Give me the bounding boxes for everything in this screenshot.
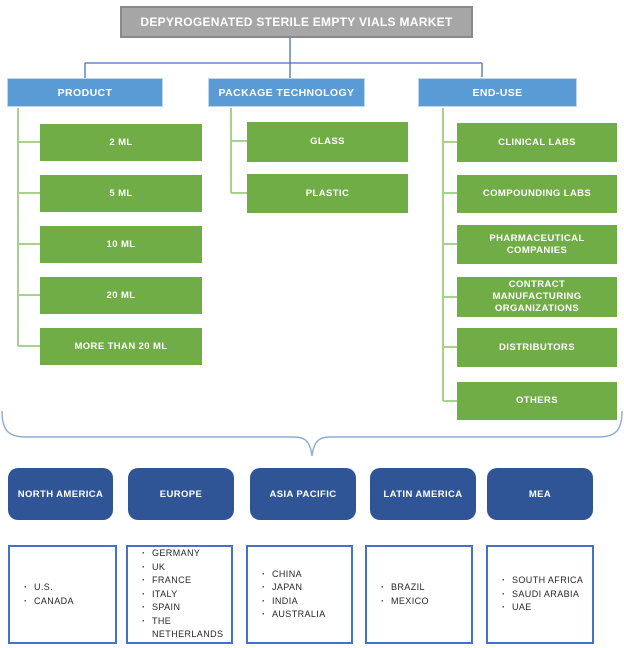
region-latin-america: LATIN AMERICA [370,468,476,520]
region-north-america: NORTH AMERICA [8,468,113,520]
region-asia-pacific: ASIA PACIFIC [250,468,356,520]
country-item: UAE [501,601,587,615]
product-item-2ml: 2 ML [40,124,202,161]
segment-product: PRODUCT [7,78,163,107]
country-item: SAUDI ARABIA [501,588,587,602]
enduse-bracket [442,108,457,402]
package-item-plastic: PLASTIC [247,174,408,213]
country-item: FRANCE [141,574,226,588]
enduse-item-compounding-labs: COMPOUNDING LABS [457,175,617,213]
country-item: THE NETHERLANDS [141,615,226,642]
enduse-item-contract-manufacturing-organizations: CONTRACT MANUFACTURING ORGANIZATIONS [457,277,617,317]
enduse-item-pharmaceutical-companies: PHARMACEUTICAL COMPANIES [457,225,617,264]
product-item-5ml: 5 ML [40,175,202,212]
country-item: UK [141,561,226,575]
package-bracket [230,108,247,194]
region-europe: EUROPE [128,468,234,520]
country-item: CHINA [261,568,346,582]
enduse-item-clinical-labs: CLINICAL LABS [457,123,617,162]
country-item: GERMANY [141,547,226,561]
country-item: SOUTH AFRICA [501,574,587,588]
enduse-item-distributors: DISTRIBUTORS [457,328,617,367]
product-item-10ml: 10 ML [40,226,202,263]
package-item-glass: GLASS [247,122,408,162]
country-item: CANADA [23,595,110,609]
country-item: BRAZIL [380,581,466,595]
countries-latin-america: BRAZIL MEXICO [365,545,473,644]
countries-north-america: U.S. CANADA [8,545,117,644]
country-item: JAPAN [261,581,346,595]
country-item: U.S. [23,581,110,595]
segment-end-use: END-USE [418,78,577,107]
countries-europe: GERMANY UK FRANCE ITALY SPAIN THE NETHER… [126,545,233,644]
region-mea: MEA [487,468,593,520]
product-item-more-than-20ml: MORE THAN 20 ML [40,328,202,365]
countries-asia-pacific: CHINA JAPAN INDIA AUSTRALIA [246,545,353,644]
countries-mea: SOUTH AFRICA SAUDI ARABIA UAE [486,545,594,644]
header-tree-connector [84,38,483,78]
country-item: MEXICO [380,595,466,609]
country-item: INDIA [261,595,346,609]
country-item: SPAIN [141,601,226,615]
enduse-item-others: OTHERS [457,382,617,420]
country-item: ITALY [141,588,226,602]
country-item: AUSTRALIA [261,608,346,622]
segment-package-technology: PACKAGE TECHNOLOGY [208,78,365,107]
diagram-title: DEPYROGENATED STERILE EMPTY VIALS MARKET [120,6,473,38]
product-item-20ml: 20 ML [40,277,202,314]
product-bracket [17,108,40,347]
